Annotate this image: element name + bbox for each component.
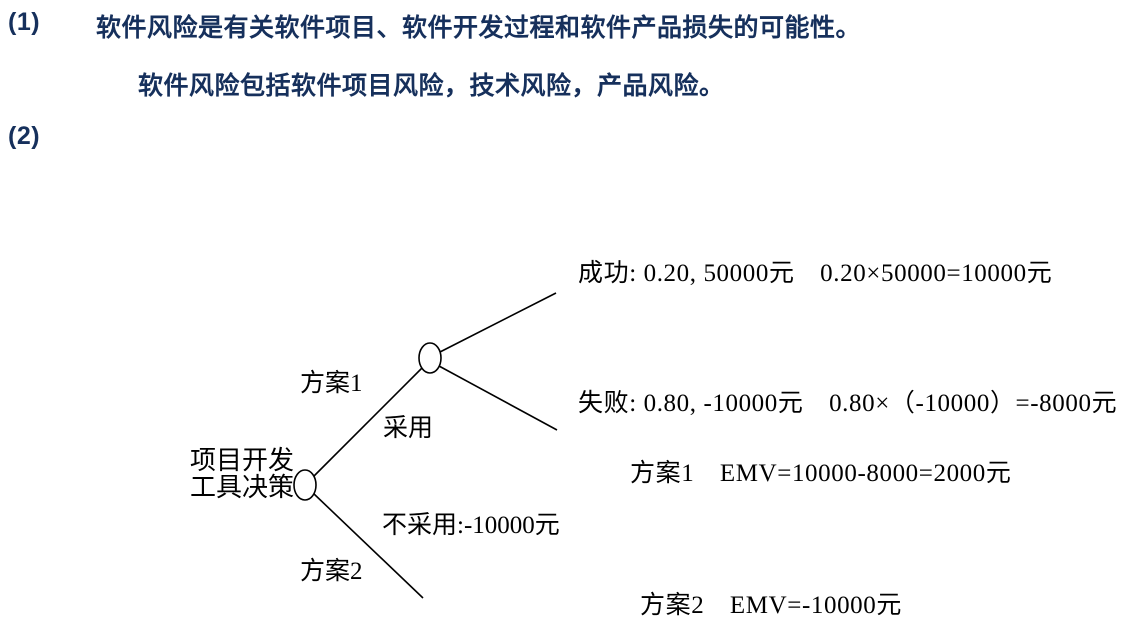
node-root-label: 项目开发 工具决策: [190, 447, 294, 502]
edge-label-not-adopt: 不采用:-10000元: [382, 512, 560, 539]
section-number-2: (2): [8, 122, 41, 150]
edge-chance-to-success: [439, 292, 557, 353]
edge-label-adopt: 采用: [383, 415, 434, 442]
edge-label-plan-1: 方案1: [300, 370, 363, 397]
edge-label-plan-2: 方案2: [300, 558, 363, 585]
result-emv-plan-2: 方案2 EMV=-10000元: [640, 592, 902, 619]
edge-root-to-plan2: [312, 492, 424, 599]
outcome-success-line: 成功: 0.20, 50000元 0.20×50000=10000元: [578, 260, 1053, 287]
node-chance: [418, 342, 442, 374]
node-root-decision: [293, 469, 317, 501]
edge-chance-to-failure: [438, 365, 558, 431]
section-1-line-2: 软件风险包括软件项目风险，技术风险，产品风险。: [138, 72, 725, 100]
node-root-label-line-1: 项目开发: [190, 446, 295, 475]
section-number-1: (1): [8, 8, 41, 36]
result-emv-plan-1: 方案1 EMV=10000-8000=2000元: [630, 460, 1012, 487]
node-root-label-line-2: 工具决策: [190, 473, 295, 503]
section-1-line-1: 软件风险是有关软件项目、软件开发过程和软件产品损失的可能性。: [96, 14, 862, 42]
outcome-failure-line: 失败: 0.80, -10000元 0.80×（-10000）=-8000元: [578, 390, 1118, 417]
edge-root-to-chance: [312, 365, 425, 478]
